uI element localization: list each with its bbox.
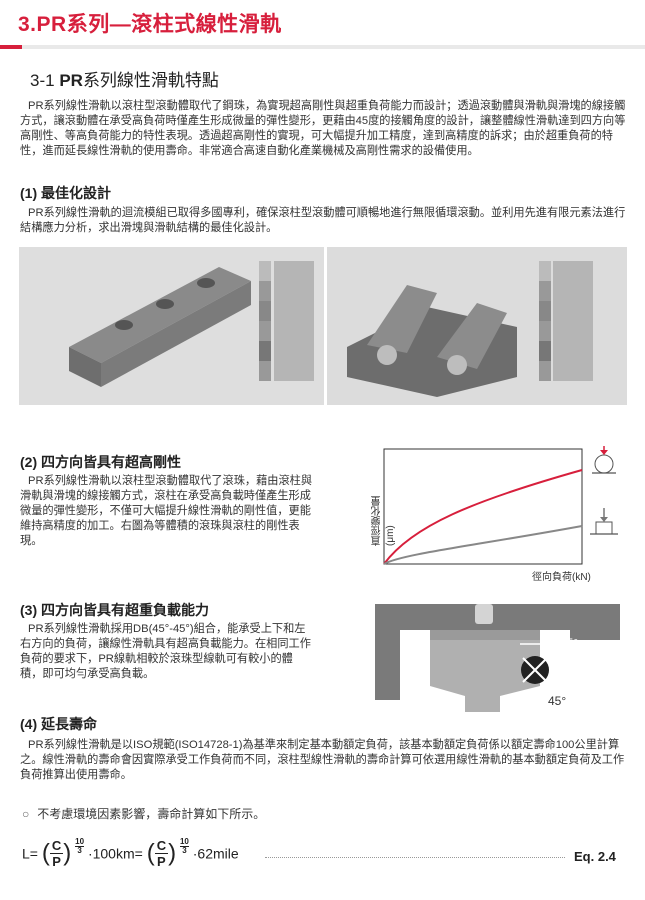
chapter-rule-accent	[0, 45, 22, 49]
fea-image-block	[327, 247, 627, 405]
leader-dots	[265, 857, 565, 858]
chapter-rule	[0, 45, 645, 49]
chart-ylabel: 直徑變化量 (μm)	[372, 496, 396, 546]
bullet-icon: ○	[22, 807, 30, 821]
equation-number: Eq. 2.4	[574, 849, 616, 864]
heavy-load-text: PR系列線性滑軌採用DB(45°-45°)組合，能承受上下和左右方向的負荷，讓線…	[20, 623, 311, 680]
chapter-title: 3.PR系列—滾柱式線性滑軌	[18, 13, 282, 36]
heading-heavy-load: (3) 四方向皆具有超重負載能力	[20, 602, 209, 618]
high-rigidity-text: PR系列線性滑軌以滾柱型滾動體取代了滾珠，藉由滾柱與滑軌與滑塊的線接觸方式，滾柱…	[20, 475, 313, 547]
extended-life-text: PR系列線性滑軌是以ISO規範(ISO14728-1)為基準來制定基本動額定負荷…	[20, 739, 625, 781]
intro-paragraph: PR系列線性滑軌以滾柱型滾動體取代了鋼珠，為實現超高剛性與超重負荷能力而設計；透…	[20, 100, 626, 157]
contact-angle-image: 45° 45°	[370, 600, 627, 712]
heading-extended-life: (4) 延長壽命	[20, 716, 97, 732]
chart-xlabel: 徑向負荷(kN)	[532, 572, 591, 583]
angle-label-bottom: 45°	[548, 694, 567, 708]
formula-note: ○不考慮環境因素影響，壽命計算如下所示。	[22, 807, 266, 821]
fea-image-rail	[19, 247, 324, 405]
optimized-design-text: PR系列線性滑軌的迴流模組已取得多國專利，確保滾柱型滾動體可順暢地進行無限循環滾…	[20, 207, 626, 234]
heading-optimized-design: (1) 最佳化設計	[20, 185, 111, 201]
section-title: 3-1 PR系列線性滑軌特點	[30, 71, 219, 90]
angle-label-top: 45°	[560, 636, 579, 650]
rigidity-chart: 直徑變化量 (μm) 徑向負荷(kN)	[372, 444, 627, 586]
heading-high-rigidity: (2) 四方向皆具有超高剛性	[20, 454, 181, 470]
